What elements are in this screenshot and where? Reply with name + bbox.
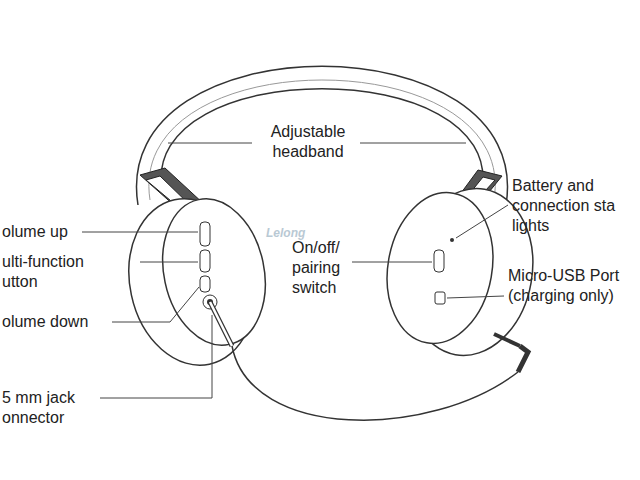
- volume-up-button: [200, 222, 210, 246]
- leader-line: [352, 262, 432, 263]
- headband-seam: [149, 80, 495, 200]
- jack-plug-inner: [210, 302, 232, 346]
- right-plug-tip: [494, 334, 520, 346]
- right-plug: [518, 346, 528, 372]
- usb-port: [435, 292, 445, 304]
- leader-line: [456, 205, 508, 238]
- part-label: Micro-USB Port (charging only): [508, 266, 638, 306]
- leader-line: [168, 143, 252, 144]
- jack-plug: [210, 302, 232, 346]
- part-label: Battery and connection sta lights: [512, 176, 637, 236]
- part-label: 5 mm jack onnector: [2, 388, 96, 428]
- leader-line: [82, 232, 198, 233]
- leader-line: [112, 287, 199, 322]
- cable: [232, 346, 518, 420]
- leader-line: [140, 262, 198, 263]
- status-light: [450, 238, 454, 242]
- right-cup: [376, 184, 505, 352]
- part-label: olume up: [2, 222, 82, 242]
- watermark: Lelong: [266, 226, 326, 240]
- part-label: olume down: [2, 312, 110, 332]
- part-label: Adjustable headband: [256, 122, 360, 162]
- part-label: On/off/ pairing switch: [292, 238, 362, 298]
- leader-line: [447, 296, 504, 298]
- leader-line: [100, 315, 212, 398]
- power-switch: [434, 250, 444, 272]
- headband-inner: [161, 89, 483, 190]
- headband-outer: [136, 66, 507, 205]
- leader-line: [360, 143, 466, 144]
- part-label: ulti-function utton: [2, 252, 114, 292]
- multi-function-button: [200, 250, 210, 272]
- left-cup: [150, 189, 279, 355]
- volume-down-button: [200, 276, 210, 292]
